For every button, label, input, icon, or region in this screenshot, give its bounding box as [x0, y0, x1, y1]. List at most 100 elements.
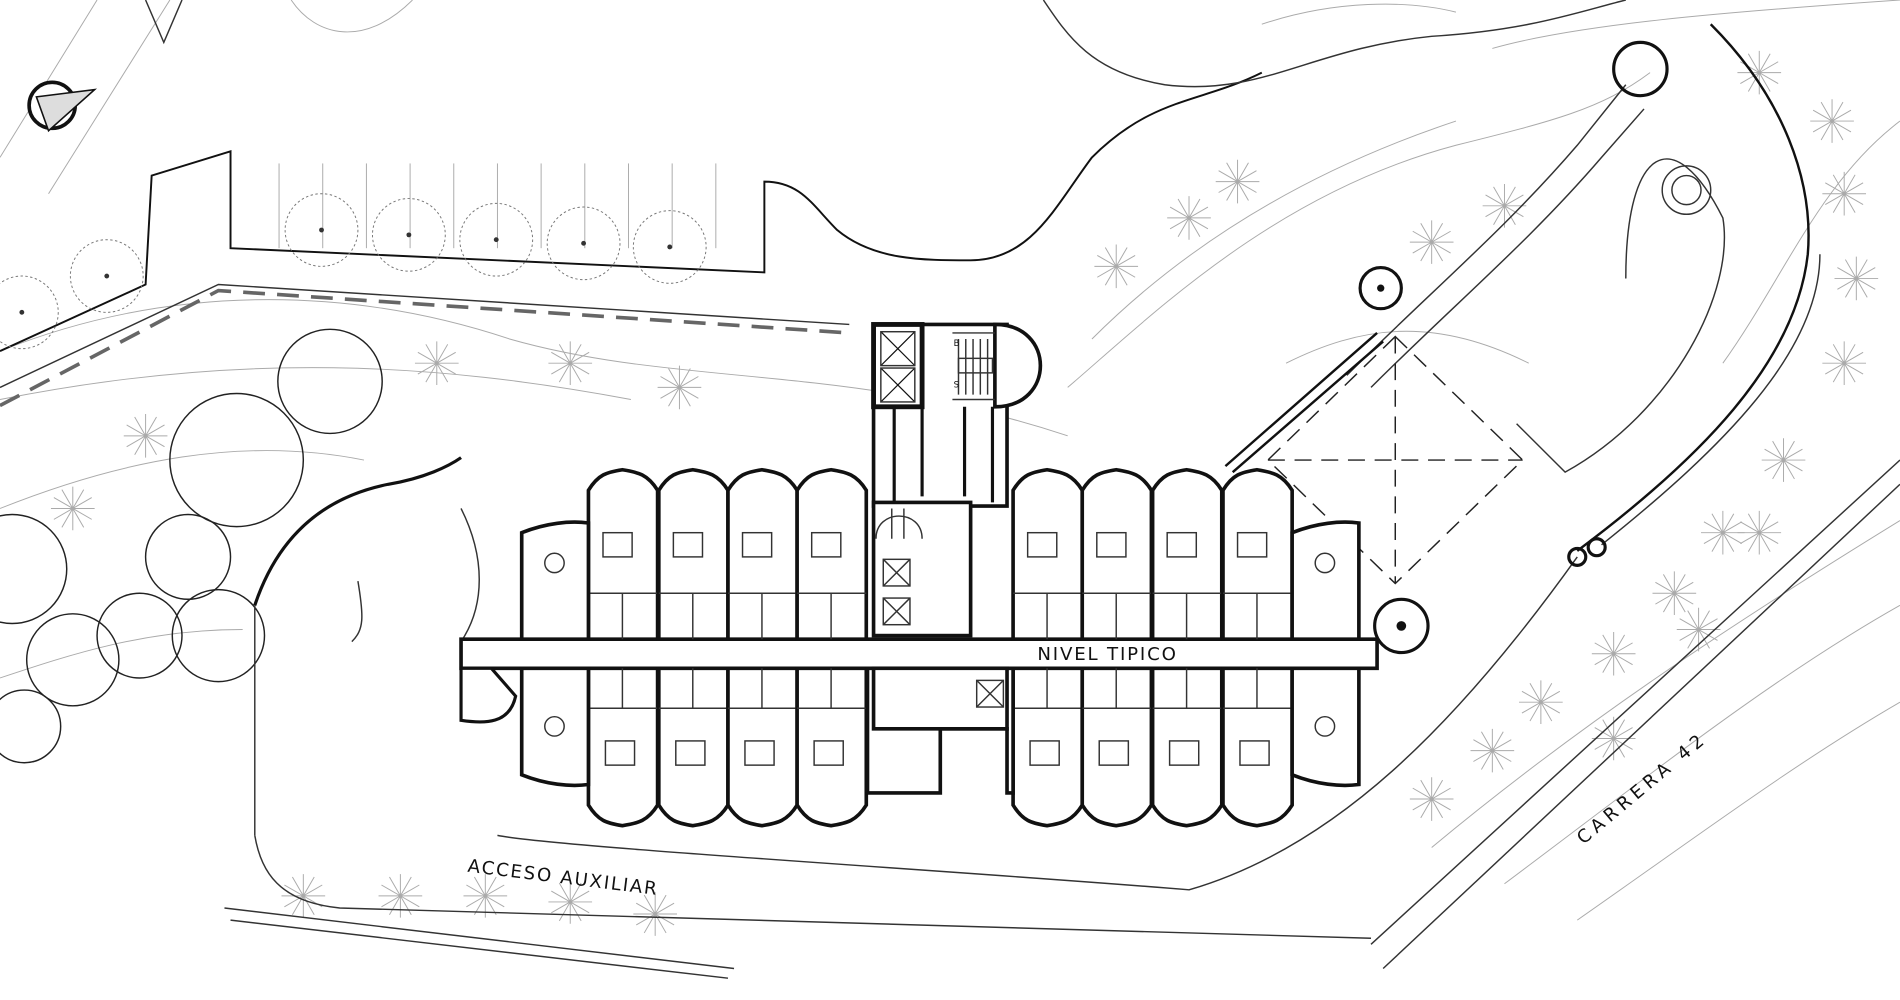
tree-symbol [1409, 220, 1454, 264]
tree-symbol [1482, 184, 1527, 228]
table-icon [544, 552, 565, 574]
table-icon [1314, 552, 1336, 574]
bed-icon [604, 740, 636, 766]
bathroom-partition [1082, 592, 1152, 640]
tree-symbol [1409, 777, 1454, 821]
tree-trunk [667, 244, 673, 250]
bathroom-partition [658, 592, 728, 640]
end-suite [519, 520, 591, 642]
bed-icon [1239, 740, 1270, 766]
bed-icon [1166, 531, 1198, 558]
tree-canopy [0, 513, 68, 625]
tree-pit [459, 202, 534, 277]
tree-symbol [1652, 571, 1697, 616]
bed-icon [1026, 531, 1058, 558]
tree-symbol [657, 365, 702, 410]
tree-symbol [414, 341, 459, 385]
bathroom-partition [727, 592, 798, 640]
tree-symbol [1822, 341, 1867, 385]
level-label: NIVEL TIPICO [1037, 644, 1177, 665]
end-suite [1290, 520, 1361, 642]
bathroom-partition [1152, 668, 1222, 709]
tree-symbol [1519, 680, 1563, 724]
tree-symbol [50, 486, 95, 531]
bed-icon [1168, 740, 1200, 766]
tree-trunk [406, 232, 412, 238]
tree-canopy [96, 592, 183, 679]
tree-symbol [1094, 244, 1139, 289]
tree-symbol [281, 874, 326, 918]
tree-pit [0, 275, 59, 350]
tree-canopy [144, 513, 232, 600]
bathroom-partition [1222, 592, 1293, 640]
tree-pit [69, 239, 144, 313]
guest-room [1221, 467, 1294, 642]
tree-symbol [378, 874, 423, 918]
guest-room [586, 467, 660, 642]
bed-icon [741, 531, 773, 558]
tree-symbol [1701, 510, 1745, 555]
guest-room [1080, 467, 1154, 642]
bathroom-partition [1222, 668, 1293, 709]
tree-trunk [493, 237, 499, 243]
bed-icon [602, 531, 633, 558]
bathroom-partition [1152, 592, 1222, 640]
tree-symbols [50, 50, 1879, 936]
tree-symbol [548, 880, 593, 924]
access-label: ACCESO AUXILIAR [467, 856, 660, 900]
north-arrow-icon [27, 80, 98, 133]
building-typical-floor: B S [459, 265, 1430, 828]
bathroom-partition [797, 592, 867, 640]
end-suite [1290, 666, 1361, 788]
parking-lot [0, 0, 1626, 408]
tree-canopy [277, 328, 383, 435]
tree-pit [546, 206, 621, 281]
tree-canopy [171, 588, 266, 683]
bed-icon [813, 740, 844, 766]
guest-room [795, 467, 869, 642]
tree-symbol [1470, 728, 1515, 773]
parking-stalls [0, 163, 717, 350]
tree-symbol [1761, 438, 1806, 482]
guest-room [726, 467, 799, 642]
bed-icon [1029, 740, 1060, 766]
tree-canopy [0, 689, 62, 764]
bed-icon [675, 740, 706, 766]
landscape-layer [0, 0, 1900, 936]
guest-room [656, 467, 730, 642]
tree-trunk [104, 273, 110, 279]
bathroom-partition [727, 668, 798, 709]
stair-down-label: B [954, 338, 960, 348]
tree-symbol [1737, 50, 1782, 95]
bathroom-partition [1082, 668, 1152, 709]
tree-pit [284, 193, 359, 267]
tree-symbol [1834, 256, 1879, 301]
bathroom-partition [588, 592, 658, 640]
tree-trunk [19, 309, 25, 315]
table-icon [1314, 715, 1336, 737]
bathroom-partition [797, 668, 867, 709]
tree-canopy [169, 392, 305, 528]
tree-symbol [1822, 171, 1867, 216]
tree-symbol [123, 414, 168, 458]
tree-symbol [1591, 631, 1636, 676]
end-suite [519, 666, 591, 788]
table-icon [544, 715, 565, 737]
tree-pit [371, 198, 446, 272]
tree-symbol [1737, 510, 1782, 555]
large-tree-canopies [0, 328, 383, 764]
tree-canopy [25, 613, 120, 707]
bathroom-partition [1013, 592, 1083, 640]
tree-symbol [1215, 159, 1260, 204]
bed-icon [672, 531, 704, 558]
tree-symbol [548, 341, 593, 385]
tree-trunk [581, 240, 587, 246]
spiral-stairs [459, 265, 1430, 724]
entrance-walls [253, 332, 1384, 643]
tree-symbol [1167, 196, 1211, 240]
canopy-outline [1266, 335, 1524, 585]
bathroom-partition [1013, 668, 1083, 709]
bathroom-partition [588, 668, 658, 709]
bathroom-partition [658, 668, 728, 709]
